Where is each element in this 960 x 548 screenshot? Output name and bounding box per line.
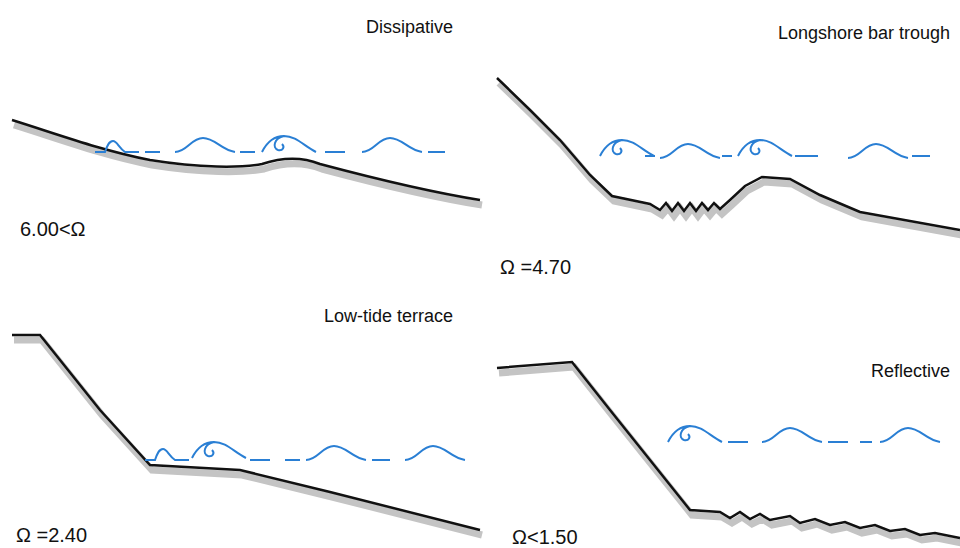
low-tide-terrace-profile [12,335,482,535]
phase-name: Low-tide terrace [324,307,453,327]
phase-name: Reflective [871,362,950,382]
reflective-profile [497,362,960,543]
omega-value: Ω<1.50 [512,526,578,548]
phase-name: Dissipative [366,18,453,38]
bar-trough-profile [497,78,960,235]
omega-value: Ω =4.70 [500,256,571,278]
omega-value: Ω =2.40 [16,524,87,546]
omega-value: 6.00<Ω [20,218,86,240]
phase-name: Longshore bar trough [778,24,950,44]
dissipative-profile [12,120,482,205]
